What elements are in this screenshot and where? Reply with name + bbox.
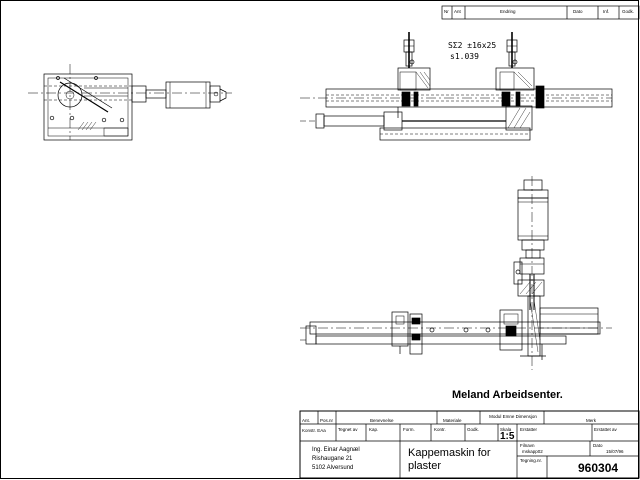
revision-header-dato: Dato (573, 9, 583, 14)
tb-benevnelse-label: Benevnelse (370, 418, 394, 423)
tb-designer-line3: 5102 Alversund (312, 465, 354, 471)
tb-modul-label: Modul Emne Dimensjon (489, 414, 537, 419)
tb-designer-line1: Ing. Einar Aagnæl (312, 447, 360, 453)
tb-dato-value: 15/07/96 (606, 449, 624, 454)
tb-drawing-number: 960304 (578, 461, 619, 475)
tb-tegnet-label: Tegnet av (338, 427, 358, 432)
tb-kap-label: Kap. (369, 427, 379, 432)
tb-ant-label: Ant. (302, 418, 311, 423)
tb-drawing-title-line2: plaster (408, 460, 442, 472)
tb-godk-label: Godk. (467, 427, 480, 432)
front-view (300, 32, 613, 141)
tb-merk-label: Merk (586, 418, 596, 423)
tb-kontr-label: Kontr. (434, 427, 446, 432)
revision-block-lines (441, 5, 640, 20)
left-view (28, 64, 232, 141)
tb-dato-label: Dato (593, 443, 603, 448)
revision-header-inf: Inf. (603, 9, 610, 14)
revision-header-ant: Ant (454, 9, 461, 14)
tb-scale-value: 1:5 (500, 431, 515, 442)
tb-skala-label: Skala (500, 427, 512, 432)
revision-header-nr: Nr (444, 9, 449, 14)
tb-filnavn-value: mskapp02 (522, 449, 543, 454)
side-view (300, 176, 612, 370)
tb-erstatter-label: Erstatter (520, 427, 538, 432)
revision-header-endring: Endring (500, 9, 516, 14)
tb-tegning-label: Tegning.nr. (520, 458, 543, 463)
tb-materiale-label: Materiale (443, 418, 462, 423)
tb-drawing-title-line1: Kappemaskin for (408, 447, 491, 459)
tb-konstr-label: Konstr. EAa (302, 428, 326, 433)
tb-erstattet-av-label: Erstattet av (594, 427, 617, 432)
tb-form-label: Form. (403, 427, 415, 432)
company-name: Meland Arbeidsenter. (452, 389, 563, 401)
tb-posnr-label: Pos.nr (320, 418, 334, 423)
title-block-lines (299, 410, 640, 479)
dimension-callout-line1: SΣ2 ±16x25 (448, 41, 497, 50)
tb-filnavn-label: Filnavn (520, 443, 535, 448)
dimension-callout-line2: s1.039 (450, 52, 479, 61)
revision-header-godk: Godk. (622, 9, 635, 14)
tb-designer-line2: Rishaugane 21 (312, 456, 353, 462)
